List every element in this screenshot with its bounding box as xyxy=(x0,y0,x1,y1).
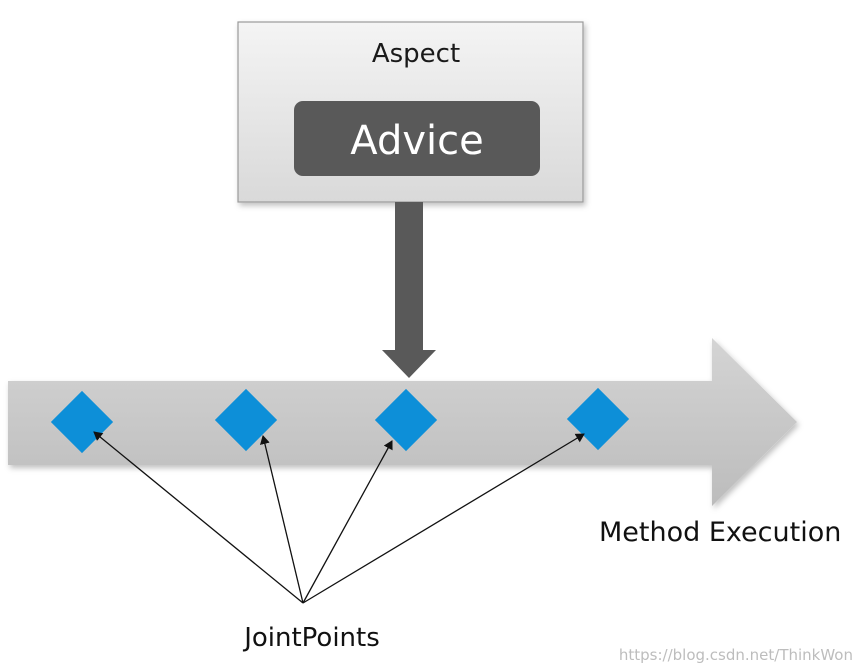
advice-box xyxy=(294,101,540,176)
watermark-text: https://blog.csdn.net/ThinkWon xyxy=(619,646,853,664)
aspect-title: Aspect xyxy=(372,39,460,69)
joinpoint-pointer-line xyxy=(93,431,304,604)
joinpoint-diamond xyxy=(374,388,438,452)
joinpoint-pointer-line xyxy=(302,440,393,604)
method-execution-label: Method Execution xyxy=(599,517,841,548)
advice-label: Advice xyxy=(350,118,483,164)
joinpoint-pointer-line xyxy=(302,433,585,604)
joinpoint-pointer-line xyxy=(260,435,304,604)
joinpoints-label: JointPoints xyxy=(242,623,380,653)
advice-down-arrow xyxy=(382,202,436,378)
